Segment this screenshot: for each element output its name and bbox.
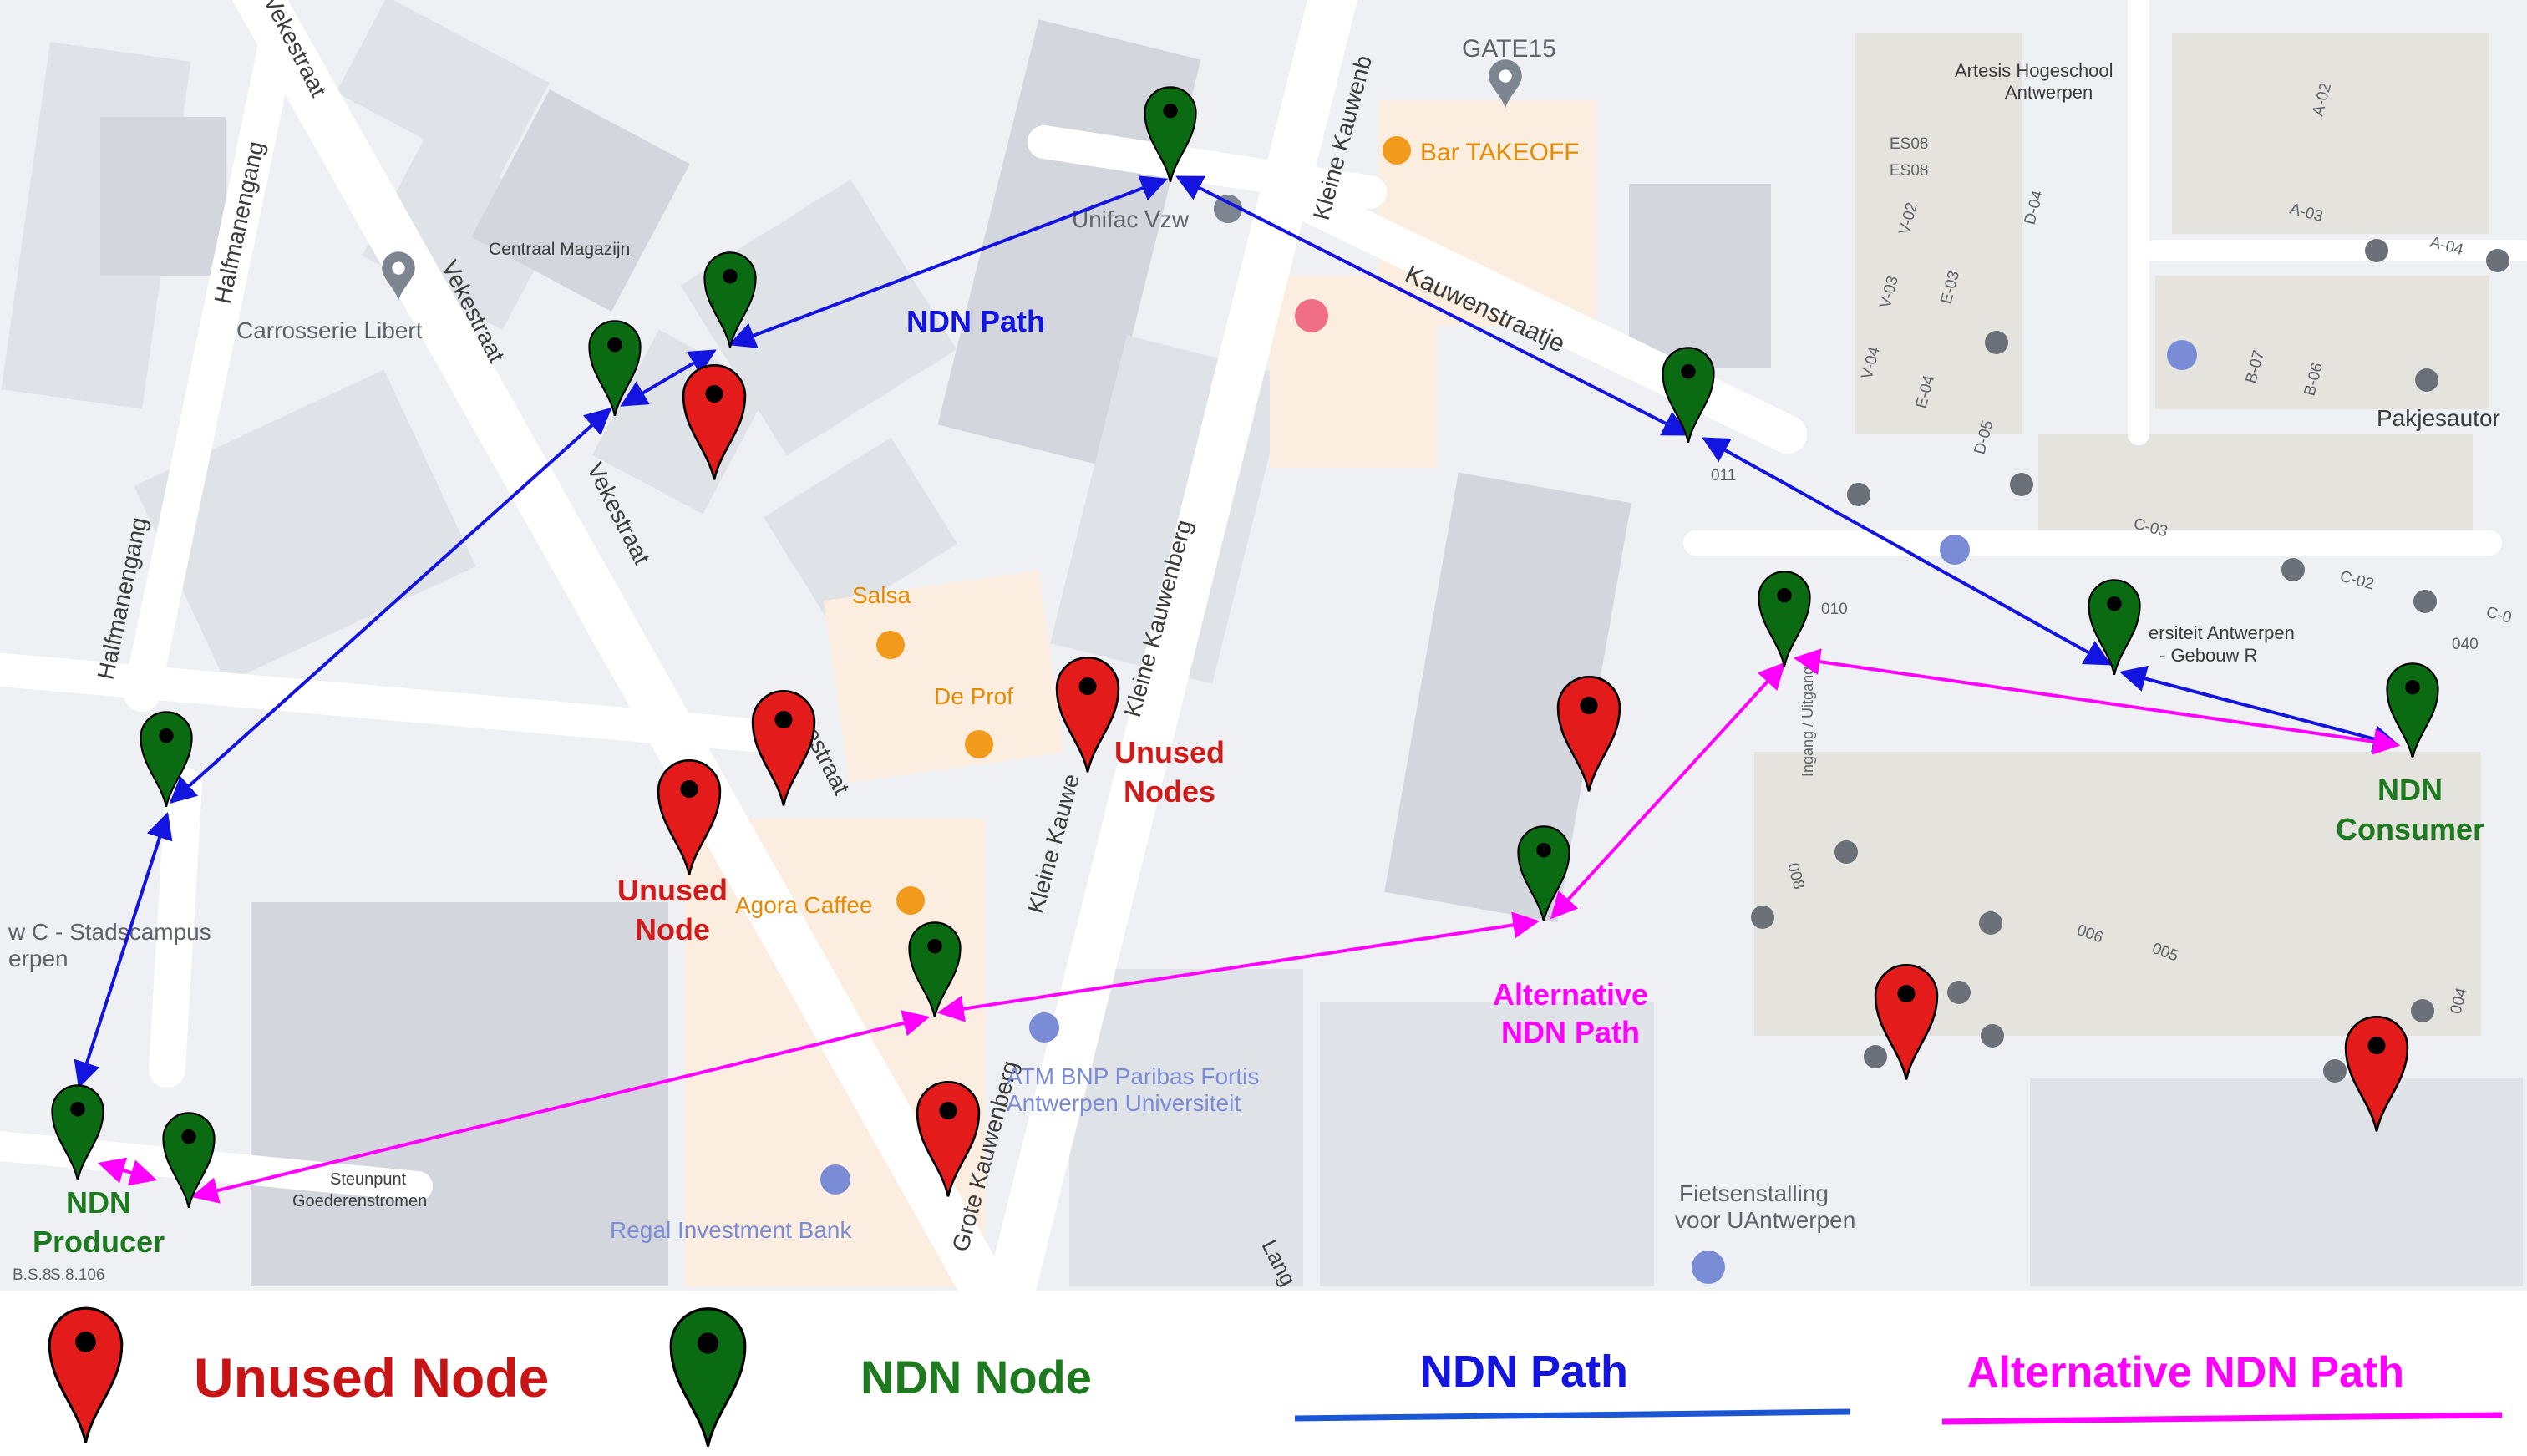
legend-alt-path-line (1941, 1412, 2503, 1425)
parking-icon (1692, 1251, 1725, 1284)
unused-nodes-annotation-2: Nodes (1124, 774, 1215, 809)
label-steunpunt: Steunpunt (330, 1170, 407, 1189)
label-fietsenstalling-2: voor UAntwerpen (1675, 1207, 1855, 1233)
label-steunpunt-2: Goederenstromen (292, 1192, 427, 1210)
label-universiteit: ersiteit Antwerpen (2149, 622, 2295, 643)
ndn-consumer-annotation-2: Consumer (2336, 812, 2484, 846)
label-bar-takeoff: Bar TAKEOFF (1420, 139, 1580, 166)
label-campus-2: erpen (8, 946, 69, 972)
room-marker-icon (2323, 1059, 2347, 1083)
room-markers (1751, 239, 2509, 1083)
room-marker-icon (2010, 473, 2033, 496)
label-pakjesautomaat: Pakjesautor (2377, 405, 2500, 431)
room-label: ES08 (1890, 162, 1928, 180)
label-fietsenstalling: Fietsenstalling (1679, 1180, 1829, 1206)
room-marker-icon (1981, 1024, 2004, 1048)
label-atm: ATM BNP Paribas Fortis (1007, 1063, 1259, 1089)
room-marker-icon (1979, 911, 2002, 935)
info-icon (2167, 340, 2197, 370)
fork-knife-icon (1383, 136, 1411, 165)
room-label: 011 (1711, 467, 1736, 484)
ndn-path-segment (1175, 175, 1690, 436)
alt-ndn-path (97, 648, 2401, 1204)
alt-path-annotation-1: Alternative (1493, 977, 1648, 1012)
alt-path-segment (97, 1157, 158, 1186)
ndn-producer-annotation-2: Producer (33, 1225, 165, 1259)
bank-icon (820, 1164, 850, 1195)
ndn-consumer-annotation-1: NDN (2377, 773, 2443, 807)
label-ingang: Ingang / Uitgang (1799, 667, 1816, 777)
ndn-producer-annotation-1: NDN (66, 1185, 131, 1220)
room-label: 040 (2452, 636, 2479, 653)
ndn-path-segment (1702, 437, 2112, 666)
coffee-cup-icon (965, 730, 993, 758)
room-marker-icon (1864, 1045, 1887, 1068)
label-gebouw: - Gebouw R (2159, 645, 2257, 666)
label-carrosserie: Carrosserie Libert (236, 317, 423, 343)
room-marker-icon (1985, 331, 2008, 354)
label-atm-2: Antwerpen Universiteit (1007, 1090, 1241, 1116)
room-marker-icon (2413, 590, 2437, 613)
room-label: 010 (1821, 601, 1848, 618)
room-marker-icon (2281, 558, 2305, 581)
room-label: S.8.106 (50, 1266, 105, 1284)
ndn-path-segment (74, 811, 173, 1089)
label-de-prof: De Prof (934, 683, 1013, 709)
label-artesis-2: Antwerpen (2005, 82, 2093, 103)
label-campus: w C - Stadscampus (8, 919, 211, 945)
alt-path-segment (1793, 648, 2401, 755)
fork-knife-icon (876, 631, 905, 659)
legend-ndn-node: NDN Node (860, 1351, 1092, 1403)
alt-path-segment (936, 911, 1540, 1022)
ndn-path-segment (728, 175, 1168, 348)
room-marker-icon (1847, 483, 1870, 506)
legend-ndn-path-line (1294, 1408, 1851, 1422)
legend-ndn-path: NDN Path (1420, 1347, 1628, 1397)
legend-background (0, 1291, 2527, 1456)
fork-knife-icon (896, 886, 925, 915)
label-unifac: Unifac Vzw (1072, 206, 1190, 232)
alt-path-segment (190, 1010, 931, 1204)
room-marker-icon (1834, 840, 1858, 864)
alt-path-segment (1550, 662, 1786, 920)
ndn-path-segment (169, 407, 612, 804)
label-gate15: GATE15 (1462, 35, 1556, 63)
unused-node-annotation-2: Node (635, 912, 710, 946)
room-marker-icon (1947, 981, 1971, 1004)
unused-nodes-annotation-1: Unused (1114, 735, 1225, 769)
label-salsa: Salsa (852, 582, 911, 608)
ndn-path (74, 175, 2401, 1089)
alt-path-annotation-2: NDN Path (1501, 1015, 1640, 1049)
legend-alt-path: Alternative NDN Path (1967, 1348, 2404, 1397)
room-label: B.S.8 (13, 1266, 51, 1284)
label-centraal-magazijn: Centraal Magazijn (489, 240, 630, 259)
label-regal: Regal Investment Bank (610, 1217, 852, 1243)
legend-unused-node: Unused Node (194, 1347, 549, 1408)
legend: Unused Node NDN Node NDN Path Alternativ… (0, 1291, 2527, 1456)
room-marker-icon (2486, 249, 2509, 272)
restroom-icon (1940, 535, 1970, 565)
hotel-icon (1295, 299, 1328, 332)
room-marker-icon (1751, 906, 1774, 929)
annotations: NDN Path Unused Nodes Unused Node Altern… (33, 304, 2484, 1259)
ndn-path-annotation: NDN Path (906, 304, 1045, 338)
room-marker-icon (2411, 999, 2434, 1022)
room-marker-icon (2365, 239, 2388, 262)
label-agora: Agora Caffee (735, 892, 873, 918)
atm-icon (1029, 1012, 1059, 1043)
room-label: ES08 (1890, 135, 1928, 153)
ndn-path-segment (620, 349, 717, 407)
label-artesis: Artesis Hogeschool (1955, 60, 2113, 81)
unused-node-annotation-1: Unused (617, 873, 728, 907)
room-marker-icon (2415, 368, 2438, 392)
